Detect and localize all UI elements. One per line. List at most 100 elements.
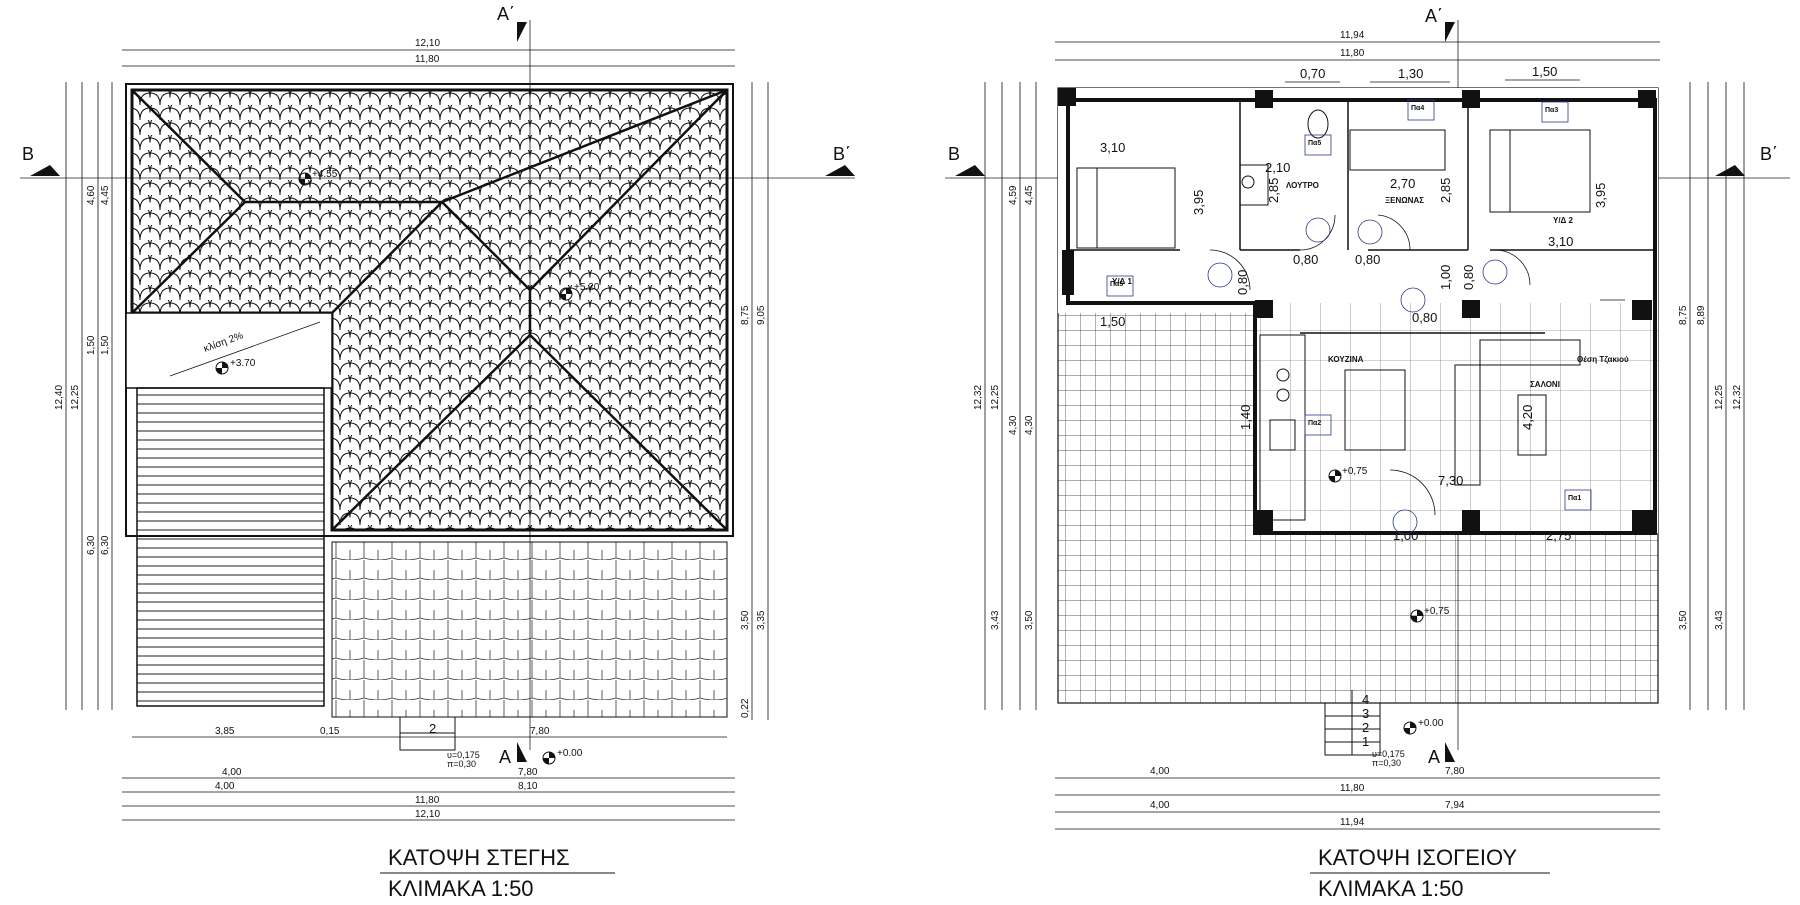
roof-dim-bottom-1: 3,85	[215, 726, 235, 737]
pergola	[136, 387, 325, 707]
ground-dim-left-8: 3,50	[1024, 610, 1035, 630]
ground-dim-bottom-2: 7,80	[1445, 766, 1465, 777]
roof-step-number: 2	[429, 721, 436, 736]
ground-floor-plan: Πα5 Πα4 Πα3 Πα5 Πα2 Πα1 Υ/Δ 1 ΛΟΥΤΡΟ ΞΕΝ…	[945, 6, 1790, 901]
roof-dim-bottom-8: 11,80	[415, 795, 440, 806]
roof-section-a-prime: A΄	[497, 4, 515, 24]
step-3: 3	[1362, 706, 1369, 721]
ground-dim-left-3: 4,59	[1008, 185, 1019, 205]
ground-elevation-markers	[1328, 469, 1424, 735]
ground-dim-right-6: 3,43	[1714, 610, 1725, 630]
roof-dim-bottom-5: 7,80	[518, 767, 538, 778]
ground-stair-tread: π=0,30	[1372, 758, 1401, 768]
ground-dim-bottom-3: 11,80	[1340, 783, 1365, 794]
ground-dim-right-4: 12,32	[1732, 385, 1743, 410]
roof-dim-right-5: 0,22	[740, 698, 751, 718]
rdim-11: 0,80	[1355, 252, 1380, 267]
roof-dim-left-8: 6,30	[100, 535, 111, 555]
roof-outline	[125, 83, 734, 537]
ground-elev-3: +0.00	[1418, 718, 1444, 729]
roof-scale: ΚΛΙΜΑΚΑ 1:50	[388, 876, 534, 900]
ground-dim-right-2: 8,89	[1696, 305, 1707, 325]
roof-dim-bottom-9: 12,10	[415, 809, 440, 820]
roof-dim-left-7: 6,30	[86, 535, 97, 555]
slope-arrow	[169, 321, 321, 377]
living-floor	[1255, 303, 1658, 533]
roof-section-b: B	[22, 144, 34, 164]
ground-dim-top-2: 11,80	[1340, 48, 1365, 59]
roof-stair-tread: π=0,30	[447, 759, 476, 769]
ground-scale: ΚΛΙΜΑΚΑ 1:50	[1318, 876, 1464, 900]
step-1: 1	[1362, 734, 1369, 749]
roof-elev-3: +3.70	[230, 358, 256, 369]
roof-dim-left-1: 12,40	[54, 385, 65, 410]
guest-bed	[1349, 129, 1446, 171]
ground-top-dim-lines	[1055, 41, 1660, 61]
roof-plan: +4.55 +5.20 +3.70 +0.00 κλίση 2% 2 υ=0,1…	[20, 4, 855, 901]
roof-dim-right-1: 8,75	[740, 305, 751, 325]
ground-dim-bottom-1: 4,00	[1150, 766, 1170, 777]
roof-dim-bottom-6: 4,00	[215, 781, 235, 792]
ground-dim-right-1: 8,75	[1678, 305, 1689, 325]
window-tag-1: Πα5	[1308, 140, 1321, 147]
window-dim-2: 1,30	[1398, 66, 1423, 81]
window-dim-1: 0,70	[1300, 66, 1325, 81]
roof-dim-top-1: 12,10	[415, 38, 440, 49]
door-tags	[1207, 217, 1508, 535]
ground-stairs	[1324, 690, 1381, 756]
room-bedroom-1: Υ/Δ 1	[1112, 277, 1133, 286]
ground-dim-top-1: 11,94	[1340, 30, 1365, 41]
roof-dim-left-2: 12,25	[70, 385, 81, 410]
kitchen-fixtures	[1259, 334, 1581, 521]
rdim-4: 2,85	[1266, 178, 1281, 203]
ground-dim-left-1: 12,32	[973, 385, 984, 410]
ground-dim-right-3: 12,25	[1714, 385, 1725, 410]
room-bathroom: ΛΟΥΤΡΟ	[1286, 181, 1319, 190]
ground-dim-right-5: 3,50	[1678, 610, 1689, 630]
rdim-5: 2,70	[1390, 176, 1415, 191]
rdim-20: 2,75	[1546, 528, 1571, 543]
ground-dim-left-4: 4,45	[1024, 185, 1035, 205]
rdim-10: 0,80	[1293, 252, 1318, 267]
rdim-14: 0,80	[1461, 265, 1476, 290]
ground-section-a: A	[1428, 747, 1440, 767]
dining-table	[1344, 369, 1406, 451]
roof-elevation-markers	[215, 172, 573, 765]
roof-left-dim-lines	[65, 82, 113, 710]
window-tag-4: Πα5	[1110, 281, 1123, 288]
roof-title: ΚΑΤΟΨΗ ΣΤΕΓΗΣ	[388, 845, 570, 870]
ground-elev-1: +0,75	[1342, 466, 1368, 477]
bath-fixtures	[1239, 109, 1329, 206]
ground-section-b-prime: B΄	[1760, 144, 1778, 164]
roof-dim-left-6: 1,50	[100, 335, 111, 355]
rdim-9: 0,80	[1235, 270, 1250, 295]
roof-dim-right-3: 3,50	[740, 610, 751, 630]
rdim-19: 1,00	[1393, 528, 1418, 543]
room-bedroom-2: Υ/Δ 2	[1553, 216, 1574, 225]
rdim-1: 3,10	[1100, 140, 1125, 155]
fireplace	[1517, 394, 1547, 456]
roof-stair-riser: υ=0,175	[447, 750, 480, 760]
window-tag-3: Πα3	[1545, 107, 1558, 114]
ground-dim-bottom-6: 11,94	[1340, 817, 1365, 828]
ground-title: ΚΑΤΟΨΗ ΙΣΟΓΕΙΟΥ	[1318, 845, 1517, 870]
roof-dim-top-2: 11,80	[415, 54, 440, 65]
roof-dim-right-2: 9,05	[756, 305, 767, 325]
roof-section-b-prime: B΄	[833, 144, 851, 164]
room-living: ΣΑΛΟΝΙ	[1530, 380, 1560, 389]
ground-dim-left-7: 3,43	[990, 610, 1001, 630]
ground-right-dim-lines	[1689, 82, 1745, 710]
roof-elev-2: +5.20	[574, 282, 600, 293]
step-2: 2	[1362, 720, 1369, 735]
rdim-3: 2,10	[1265, 160, 1290, 175]
ground-left-dim-lines	[984, 82, 1037, 710]
roof-dim-bottom-3: 7,80	[530, 726, 550, 737]
roof-dim-left-5: 1,50	[86, 335, 97, 355]
ground-stair-riser: υ=0,175	[1372, 749, 1405, 759]
ground-dim-left-5: 4,30	[1008, 415, 1019, 435]
window-tag-5: Πα2	[1308, 420, 1321, 427]
ground-section-a-prime: A΄	[1425, 6, 1443, 26]
roof-dim-bottom-7: 8,10	[518, 781, 538, 792]
roof-section-a: A	[499, 747, 511, 767]
roof-dim-right-4: 3,35	[756, 610, 767, 630]
